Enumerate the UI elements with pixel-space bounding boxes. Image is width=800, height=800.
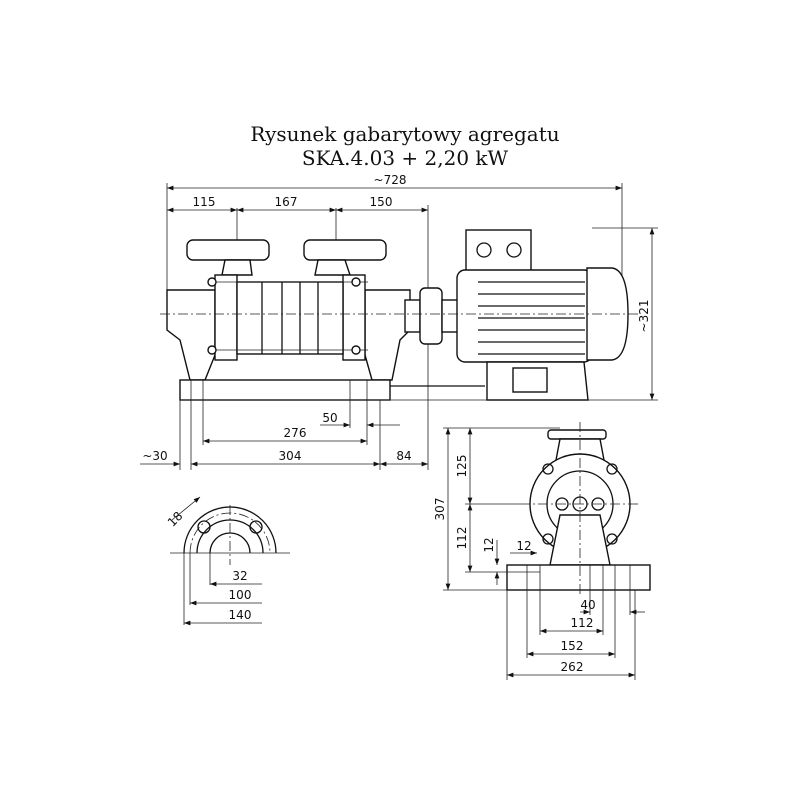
title-line-1: Rysunek gabarytowy agregatu [250,122,559,146]
title-line-2: SKA.4.03 + 2,20 kW [302,146,509,170]
dim-32: 32 [232,569,247,583]
dim-115: 115 [193,195,216,209]
flange-view: 18 32 100 140 [165,496,290,626]
side-view: 307 125 112 12 12 40 112 152 262 [433,422,651,680]
baseplate [179,379,391,401]
bolt-hole [249,520,263,534]
suction-flange [186,239,270,261]
dim-307: 307 [433,498,447,521]
dim-150: 150 [370,195,393,209]
dim-152: 152 [561,639,584,653]
dim-140: 140 [229,608,252,622]
dim-overall-length: ~728 [374,173,407,187]
dim-84: 84 [396,449,411,463]
dim-100: 100 [229,588,252,602]
dim-125: 125 [455,455,469,478]
dim-12-vertical: 12 [482,537,496,552]
dim-112-height: 112 [455,527,469,550]
dim-262: 262 [561,660,584,674]
dim-276: 276 [284,426,307,440]
side-base [506,564,651,591]
coupling [419,287,443,345]
dim-overall-height: ~321 [637,300,651,333]
motor-body [456,269,593,363]
side-flange [547,429,607,440]
front-view: ~728 115 167 150 [140,173,658,470]
discharge-flange [303,239,387,261]
dim-112-width: 112 [571,616,594,630]
dim-12-horizontal: 12 [516,539,531,553]
dim-30: ~30 [142,449,167,463]
dim-40: 40 [580,598,595,612]
dim-304: 304 [279,449,302,463]
dim-50: 50 [322,411,337,425]
bolt-hole [197,520,211,534]
dim-167: 167 [275,195,298,209]
